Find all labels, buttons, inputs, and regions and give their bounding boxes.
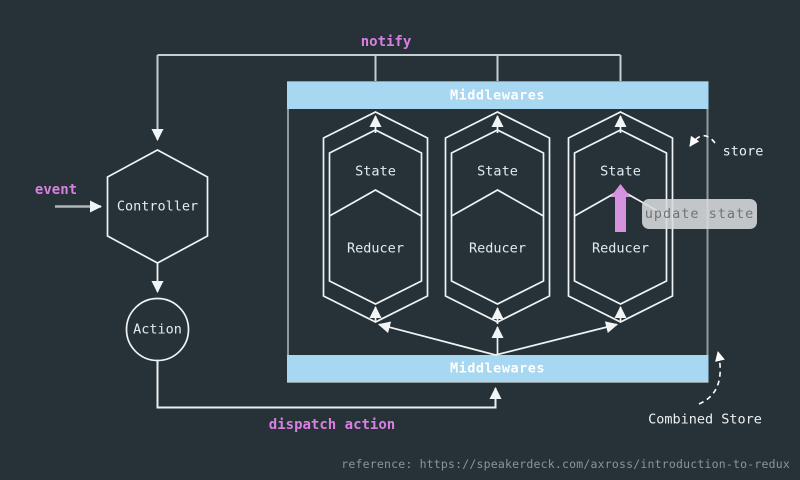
notify-label: notify xyxy=(360,34,412,50)
combined-store-annotation: Combined Store xyxy=(648,411,762,428)
reducer-label-2: Reducer xyxy=(469,240,526,257)
combined-store-box xyxy=(287,81,709,383)
update-state-badge: update state xyxy=(642,199,757,229)
combined-store-pointer-arc xyxy=(698,351,725,405)
action-label: Action xyxy=(133,320,182,337)
dispatch-fan xyxy=(378,307,618,356)
dispatch-loop xyxy=(156,360,502,409)
state-label-3: State xyxy=(600,163,641,180)
update-state-arrow xyxy=(610,184,631,232)
store-pointer-arc xyxy=(689,134,716,147)
hexagon-column-1 xyxy=(322,111,429,323)
middlewares-bottom-bar xyxy=(287,355,709,382)
controller-label: Controller xyxy=(116,197,199,214)
hexagon-column-2 xyxy=(444,111,551,323)
update-state-badge-label: update state xyxy=(644,206,755,222)
middlewares-bottom-label: Middlewares xyxy=(450,360,545,377)
reducer-label-1: Reducer xyxy=(347,240,404,257)
middlewares-top-label: Middlewares xyxy=(450,87,545,104)
reducer-label-3: Reducer xyxy=(592,240,649,257)
notify-flow xyxy=(151,54,622,141)
state-label-2: State xyxy=(477,163,518,180)
event-label: event xyxy=(34,182,78,198)
store-annotation: store xyxy=(722,143,764,160)
reference-text: reference: https://speakerdeck.com/axros… xyxy=(341,457,790,471)
middlewares-top-bar xyxy=(287,82,709,109)
dispatch-action-label: dispatch action xyxy=(268,417,396,433)
state-label-1: State xyxy=(355,163,396,180)
